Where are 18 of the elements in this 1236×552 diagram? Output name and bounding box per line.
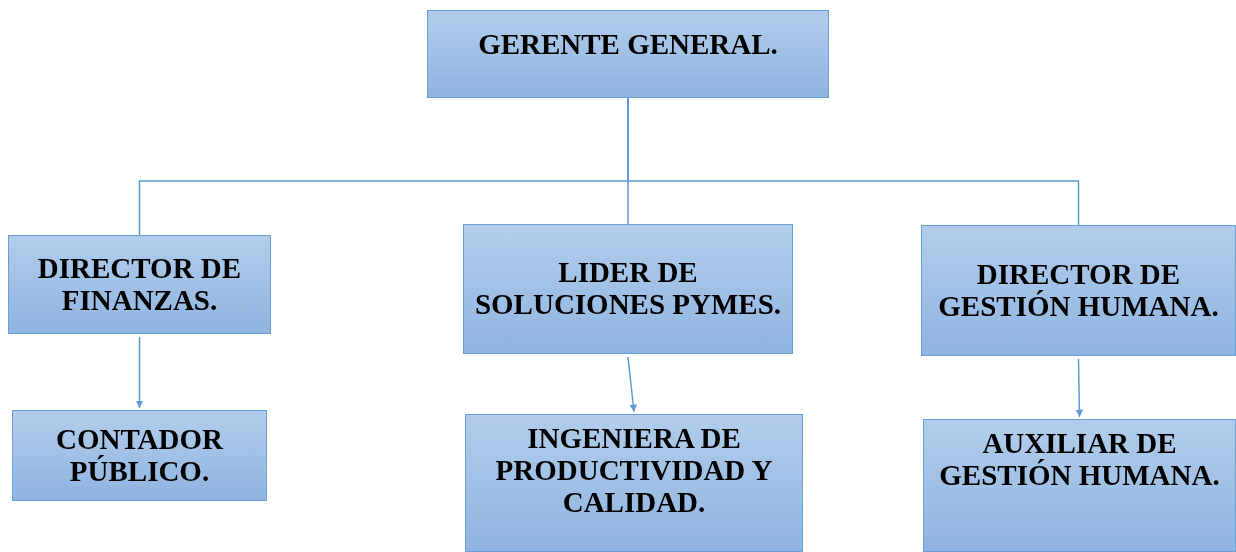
org-box: [12, 410, 267, 501]
org-box: [427, 10, 829, 98]
org-box: [921, 225, 1236, 356]
org-box: [465, 414, 803, 552]
arrow: [627, 356, 637, 413]
arrow: [1075, 358, 1084, 418]
role-title: GERENTE GENERAL.: [478, 29, 778, 61]
arrow: [135, 336, 144, 409]
org-box: [463, 224, 793, 354]
role-title: CONTADOR PÚBLICO.: [55, 423, 225, 488]
role-title: DIRECTOR DE GESTIÓN HUMANA.: [937, 258, 1220, 323]
role-title: DIRECTOR DE FINANZAS.: [36, 252, 243, 317]
role-title: LIDER DE SOLUCIONES PYMES.: [474, 257, 782, 321]
org-box: [8, 235, 271, 334]
role-title: INGENIERA DE PRODUCTIVIDAD Y CALIDAD.: [494, 423, 774, 519]
org-box: [923, 419, 1236, 552]
role-title: AUXILIAR DE GESTIÓN HUMANA.: [938, 428, 1221, 492]
connector-line: [627, 97, 1080, 226]
